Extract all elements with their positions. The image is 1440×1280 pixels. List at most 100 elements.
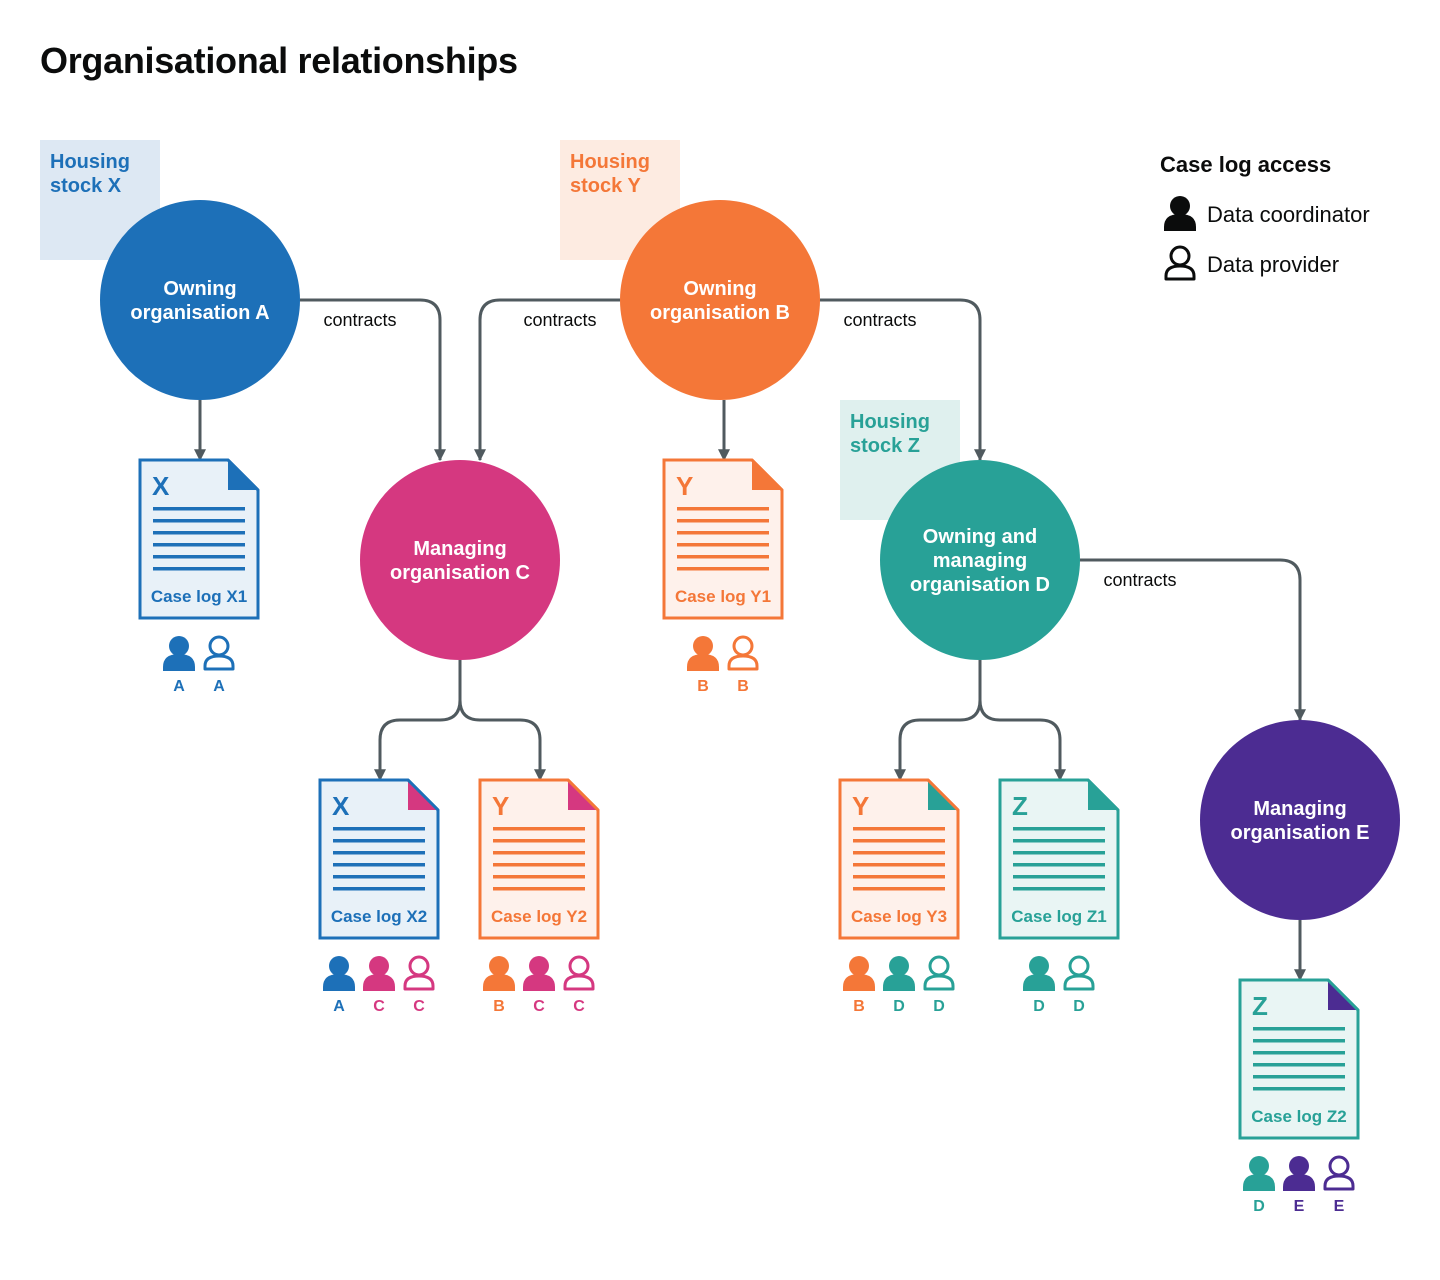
document-corner-edge — [750, 458, 784, 492]
document-line — [677, 507, 769, 511]
data-provider-icon — [403, 955, 435, 991]
data-coordinator-icon — [483, 956, 515, 991]
housing-stock-label: stock X — [50, 175, 122, 197]
document-line — [853, 839, 945, 843]
user-organisation-letter: D — [933, 998, 945, 1015]
document-corner-edge — [1086, 778, 1120, 812]
document-line — [493, 863, 585, 867]
data-coordinator-icon — [1023, 956, 1055, 991]
case-log-arrow — [978, 660, 1066, 782]
organisation-label: organisation D — [910, 574, 1050, 596]
organisation-label: Owning — [683, 278, 756, 300]
data-provider-icon — [563, 955, 595, 991]
document-line — [1013, 863, 1105, 867]
person-head — [1249, 1156, 1269, 1176]
case-log-letter: X — [152, 471, 170, 501]
document-line — [493, 851, 585, 855]
document-line — [153, 567, 245, 571]
user-organisation-letter: C — [533, 998, 545, 1015]
organisation-label: organisation B — [650, 302, 790, 324]
person-body — [523, 974, 555, 991]
document-line — [853, 851, 945, 855]
organisation-label: organisation E — [1231, 822, 1370, 844]
person-head — [849, 956, 869, 976]
user-organisation-letter: D — [893, 998, 905, 1015]
person-head — [732, 635, 754, 657]
person-body — [1164, 264, 1196, 281]
document-line — [153, 531, 245, 535]
user-organisation-letter: C — [573, 998, 585, 1015]
document-outline — [838, 778, 960, 940]
user-organisation-letter: B — [493, 998, 505, 1015]
organisation-circle — [100, 200, 300, 400]
person-head — [408, 955, 430, 977]
case-log-caption: Case log X1 — [151, 587, 247, 606]
case-log-letter: Y — [492, 791, 509, 821]
data-provider-icon — [203, 635, 235, 671]
person-head — [1029, 956, 1049, 976]
person-body — [1164, 214, 1196, 231]
data-provider-icon — [923, 955, 955, 991]
document-line — [493, 839, 585, 843]
document-line — [1253, 1075, 1345, 1079]
case-log-caption: Case log Y1 — [675, 587, 771, 606]
organisation-label: organisation C — [390, 562, 530, 584]
contract-edge-d-e: contracts — [1080, 558, 1306, 722]
document-line — [333, 851, 425, 855]
housing-stock-label: Housing — [570, 151, 650, 173]
document-line — [853, 827, 945, 831]
person-body — [1243, 1174, 1275, 1191]
person-head — [889, 956, 909, 976]
case-log-letter: Z — [1252, 991, 1268, 1021]
case-log-arrow — [458, 660, 546, 782]
person-body — [687, 654, 719, 671]
document-line — [677, 531, 769, 535]
contract-edge-b-c: contracts — [474, 298, 620, 462]
document-line — [677, 519, 769, 523]
case-log-caption: Case log Y3 — [851, 907, 947, 926]
user-organisation-letter: A — [213, 678, 225, 695]
document-line — [1013, 875, 1105, 879]
document-line — [153, 543, 245, 547]
data-coordinator-icon — [523, 956, 555, 991]
person-head — [1068, 955, 1090, 977]
person-body — [563, 974, 595, 991]
person-head — [1289, 1156, 1309, 1176]
document-line — [333, 827, 425, 831]
user-organisation-letter: E — [1294, 1198, 1305, 1215]
contract-edge-a-c: contracts — [300, 298, 446, 462]
person-head — [568, 955, 590, 977]
person-head — [369, 956, 389, 976]
page-title: Organisational relationships — [40, 40, 518, 81]
data-coordinator-icon — [163, 636, 195, 671]
document-line — [1013, 827, 1105, 831]
housing-stock-label: Housing — [50, 151, 130, 173]
person-head — [1169, 245, 1191, 267]
person-head — [329, 956, 349, 976]
person-body — [1023, 974, 1055, 991]
document-line — [333, 887, 425, 891]
person-head — [693, 636, 713, 656]
contract-arrow — [820, 298, 986, 462]
document-line — [853, 863, 945, 867]
user-organisation-letter: A — [333, 998, 345, 1015]
user-organisation-letter: E — [1334, 1198, 1345, 1215]
case-log-caption: Case log Z1 — [1011, 907, 1106, 926]
person-head — [208, 635, 230, 657]
document-outline — [318, 778, 440, 940]
case-log-letter: Y — [676, 471, 693, 501]
document-line — [333, 839, 425, 843]
document-line — [677, 567, 769, 571]
person-head — [489, 956, 509, 976]
document-line — [493, 827, 585, 831]
contract-label: contracts — [323, 310, 396, 330]
document-outline — [478, 778, 600, 940]
document-line — [853, 875, 945, 879]
document-line — [1253, 1039, 1345, 1043]
person-body — [363, 974, 395, 991]
document-corner-edge — [926, 778, 960, 812]
